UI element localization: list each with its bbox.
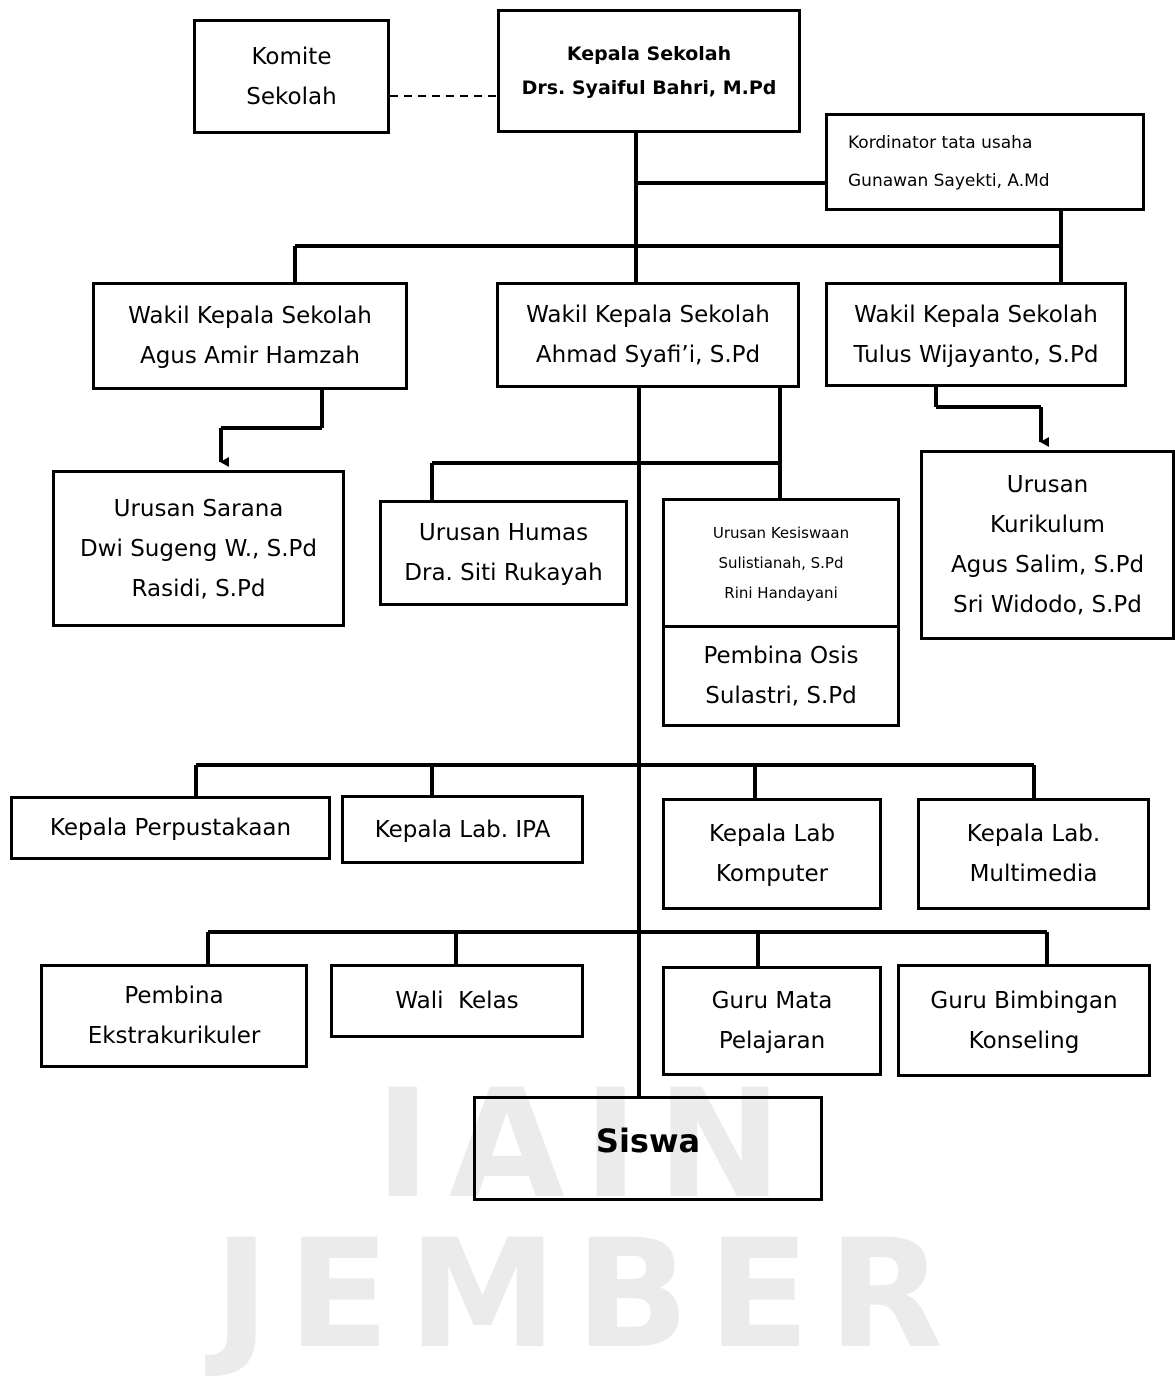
- urusan-kesiswaan-box: Urusan Kesiswaan Sulistianah, S.Pd Rini …: [662, 498, 900, 628]
- humas-title: Urusan Humas: [418, 520, 589, 546]
- perpustakaan-title: Kepala Perpustakaan: [49, 815, 292, 841]
- komite-sekolah-box: Komite Sekolah: [193, 19, 390, 134]
- kesiswaan-title: Urusan Kesiswaan: [712, 524, 850, 542]
- wakil-kepala-2-box: Wakil Kepala Sekolah Ahmad Syafi’i, S.Pd: [496, 282, 800, 388]
- ekstrakurikuler-title-1: Pembina: [124, 983, 224, 1009]
- kepala-lab-multimedia-box: Kepala Lab. Multimedia: [917, 798, 1150, 910]
- guru-mata-pelajaran-box: Guru Mata Pelajaran: [662, 966, 882, 1076]
- siswa-box: Siswa: [473, 1096, 823, 1201]
- pembina-ekstrakurikuler-box: Pembina Ekstrakurikuler: [40, 964, 308, 1068]
- guru-mapel-title-1: Guru Mata: [711, 988, 833, 1014]
- lab-ipa-title: Kepala Lab. IPA: [374, 816, 551, 843]
- guru-mapel-title-2: Pelajaran: [718, 1028, 826, 1054]
- urusan-humas-box: Urusan Humas Dra. Siti Rukayah: [379, 500, 628, 606]
- tata-usaha-box: Kordinator tata usaha Gunawan Sayekti, A…: [825, 113, 1145, 211]
- wakil-kepala-3-box: Wakil Kepala Sekolah Tulus Wijayanto, S.…: [825, 282, 1127, 387]
- wakil1-title: Wakil Kepala Sekolah: [128, 303, 372, 329]
- sarana-title: Urusan Sarana: [113, 495, 284, 522]
- connector-lines: [194, 95, 1063, 1098]
- humas-name: Dra. Siti Rukayah: [404, 560, 603, 586]
- komite-line-1: Komite: [251, 43, 332, 70]
- tata-usaha-name: Gunawan Sayekti, A.Md: [848, 171, 1050, 191]
- kepala-lab-ipa-box: Kepala Lab. IPA: [341, 795, 584, 864]
- kepala-sekolah-box: Kepala Sekolah Drs. Syaiful Bahri, M.Pd: [497, 9, 801, 133]
- komite-line-2: Sekolah: [246, 83, 337, 110]
- kepala-title: Kepala Sekolah: [566, 43, 732, 65]
- kesiswaan-name-1: Sulistianah, S.Pd: [718, 554, 844, 572]
- pembina-osis-box: Pembina Osis Sulastri, S.Pd: [662, 625, 900, 727]
- lab-komputer-title-1: Kepala Lab: [708, 821, 836, 847]
- kepala-name: Drs. Syaiful Bahri, M.Pd: [521, 77, 777, 99]
- siswa-title: Siswa: [595, 1122, 701, 1160]
- wakil2-name: Ahmad Syafi’i, S.Pd: [535, 342, 761, 368]
- guru-bk-title-2: Konseling: [968, 1027, 1080, 1054]
- urusan-kurikulum-box: Urusan Kurikulum Agus Salim, S.Pd Sri Wi…: [920, 450, 1175, 640]
- lab-multimedia-title-2: Multimedia: [969, 861, 1098, 887]
- lab-komputer-title-2: Komputer: [715, 861, 829, 887]
- urusan-sarana-box: Urusan Sarana Dwi Sugeng W., S.Pd Rasidi…: [52, 470, 345, 627]
- wakil1-name: Agus Amir Hamzah: [139, 343, 361, 369]
- ekstrakurikuler-title-2: Ekstrakurikuler: [87, 1023, 261, 1049]
- wakil3-name: Tulus Wijayanto, S.Pd: [853, 341, 1099, 368]
- wakil-kepala-1-box: Wakil Kepala Sekolah Agus Amir Hamzah: [92, 282, 408, 390]
- guru-bk-title-1: Guru Bimbingan: [930, 987, 1118, 1014]
- kurikulum-name-1: Agus Salim, S.Pd: [950, 552, 1145, 578]
- sarana-name-1: Dwi Sugeng W., S.Pd: [79, 535, 318, 562]
- wakil3-title: Wakil Kepala Sekolah: [854, 301, 1098, 328]
- tata-usaha-title: Kordinator tata usaha: [848, 133, 1033, 153]
- osis-name: Sulastri, S.Pd: [705, 683, 857, 709]
- wali-kelas-title: Wali Kelas: [395, 988, 519, 1014]
- wali-kelas-box: Wali Kelas: [330, 964, 584, 1038]
- kepala-perpustakaan-box: Kepala Perpustakaan: [10, 796, 331, 860]
- kurikulum-name-2: Sri Widodo, S.Pd: [953, 592, 1142, 618]
- kesiswaan-name-2: Rini Handayani: [724, 584, 838, 602]
- kurikulum-title-1: Urusan: [1006, 472, 1089, 498]
- osis-title: Pembina Osis: [703, 643, 859, 669]
- kepala-lab-komputer-box: Kepala Lab Komputer: [662, 798, 882, 910]
- sarana-name-2: Rasidi, S.Pd: [131, 575, 266, 602]
- lab-multimedia-title-1: Kepala Lab.: [966, 821, 1101, 847]
- guru-bimbingan-konseling-box: Guru Bimbingan Konseling: [897, 964, 1151, 1077]
- wakil2-title: Wakil Kepala Sekolah: [526, 302, 770, 328]
- kurikulum-title-2: Kurikulum: [990, 512, 1105, 538]
